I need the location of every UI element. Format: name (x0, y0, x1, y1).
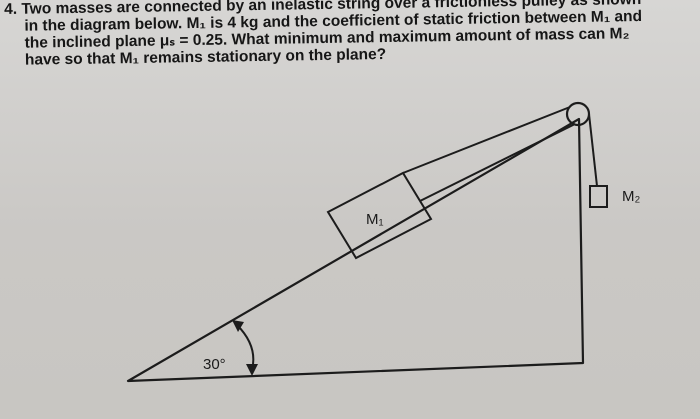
angle-arrow-bottom (246, 364, 258, 376)
angle-arc (236, 324, 255, 371)
m1-block (326, 171, 433, 260)
m2-block (589, 185, 608, 208)
m1-label: M₁ (366, 211, 384, 228)
hanging-string (588, 113, 598, 187)
string-to-pulley (402, 106, 571, 174)
angle-arrow-top (232, 320, 244, 332)
angle-label: 30° (203, 356, 226, 373)
m2-label: M₂ (622, 188, 640, 205)
inclined-plane (126, 117, 585, 383)
